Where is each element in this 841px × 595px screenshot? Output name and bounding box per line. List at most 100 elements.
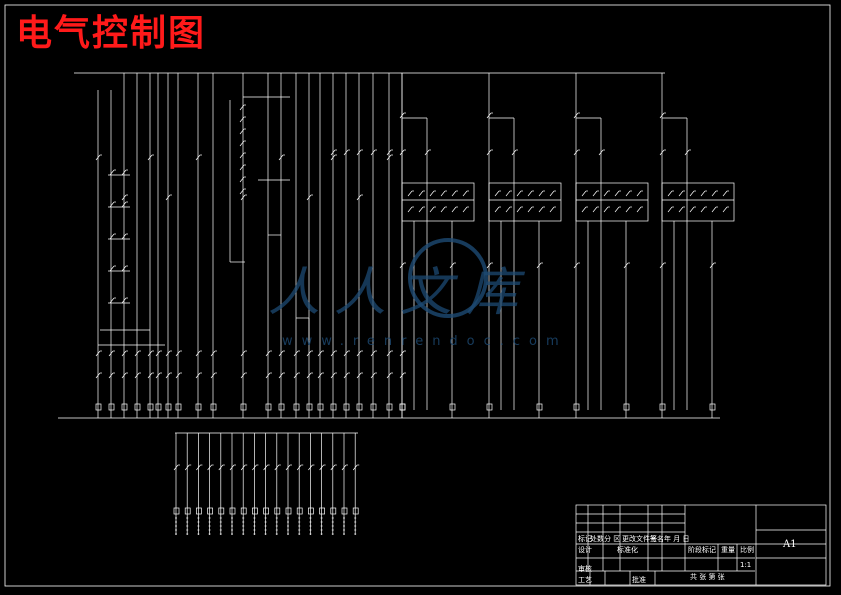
- contact-symbol: [109, 233, 115, 240]
- contact-symbol: [399, 262, 405, 269]
- contact-symbol: [527, 206, 533, 213]
- contact-symbol: [494, 206, 500, 213]
- terminal: [330, 507, 337, 515]
- tb-standardize: 标准化: [617, 546, 638, 554]
- terminal-block: [173, 432, 360, 535]
- contact-symbol: [147, 154, 153, 161]
- contact-symbol: [356, 350, 362, 357]
- contact-symbol: [581, 190, 587, 197]
- terminal: [370, 403, 377, 411]
- contact-symbol: [549, 206, 555, 213]
- contact-symbol: [274, 464, 280, 471]
- contact-symbol: [356, 372, 362, 379]
- contact-symbol: [370, 149, 376, 156]
- contact-symbol: [486, 149, 492, 156]
- contact-symbol: [399, 149, 405, 156]
- terminal: [196, 507, 202, 515]
- contact-symbol: [623, 262, 629, 269]
- contact-symbol: [614, 206, 620, 213]
- contact-symbol: [317, 350, 323, 357]
- contact-symbol: [449, 262, 455, 269]
- contact-symbol: [184, 464, 190, 471]
- terminal: [263, 507, 269, 515]
- contact-symbol: [386, 149, 392, 156]
- contact-symbol: [700, 206, 706, 213]
- contact-symbol: [592, 190, 598, 197]
- contact-symbol: [343, 149, 349, 156]
- contact-symbol: [317, 372, 323, 379]
- contact-symbol: [429, 190, 435, 197]
- contact-symbol: [592, 206, 598, 213]
- drawing-border: [4, 4, 831, 587]
- contact-symbol: [207, 464, 212, 471]
- contact-symbol: [239, 176, 245, 183]
- contact-symbol: [356, 149, 362, 156]
- contact-symbol: [429, 206, 435, 213]
- contact-symbol: [356, 194, 362, 201]
- contact-symbol: [386, 154, 392, 161]
- contact-symbol: [603, 206, 609, 213]
- contact-symbol: [218, 464, 224, 471]
- terminal: [343, 403, 350, 411]
- contact-symbol: [239, 140, 245, 147]
- contact-symbol: [195, 350, 201, 357]
- terminal: [218, 507, 225, 515]
- contact-symbol: [451, 206, 457, 213]
- contact-symbol: [173, 464, 179, 471]
- terminal: [147, 403, 154, 411]
- contact-symbol: [175, 350, 181, 357]
- tb-header-change: 更改文件号: [622, 535, 657, 543]
- tb-review: 审核: [578, 565, 592, 573]
- contact-symbol: [121, 194, 127, 201]
- contact-symbol: [711, 190, 717, 197]
- contact-symbol: [709, 262, 715, 269]
- contact-symbol: [527, 190, 533, 197]
- contact-symbol: [370, 372, 376, 379]
- contact-symbol: [165, 372, 171, 379]
- terminal: [399, 403, 406, 411]
- contact-symbol: [440, 190, 446, 197]
- contact-symbol: [573, 262, 579, 269]
- contact-symbol: [407, 206, 413, 213]
- contact-symbol: [486, 112, 492, 119]
- contact-symbol: [210, 350, 216, 357]
- contact-symbol: [451, 190, 457, 197]
- contact-symbol: [598, 149, 604, 156]
- contact-symbol: [667, 190, 673, 197]
- terminal: [134, 403, 141, 411]
- contact-symbol: [573, 149, 579, 156]
- contact-symbol: [516, 206, 522, 213]
- contact-symbol: [165, 194, 171, 201]
- contact-symbol: [614, 190, 620, 197]
- watermark-text: 人人文库: [268, 263, 533, 323]
- contact-symbol: [263, 464, 268, 471]
- contact-symbol: [659, 112, 665, 119]
- contact-symbol: [121, 265, 127, 272]
- terminal: [308, 507, 314, 515]
- contact-symbol: [134, 350, 140, 357]
- contact-symbol: [330, 464, 336, 471]
- contact-symbol: [134, 372, 140, 379]
- contact-symbol: [581, 206, 587, 213]
- contact-symbol: [352, 464, 358, 471]
- terminal: [573, 403, 580, 411]
- terminal: [319, 507, 325, 515]
- contact-symbol: [121, 169, 127, 176]
- contact-symbol: [155, 372, 161, 379]
- contact-symbol: [386, 372, 392, 379]
- terminal: [306, 403, 313, 411]
- drive-contact-group: [401, 182, 475, 222]
- contact-symbol: [240, 194, 246, 201]
- contact-symbol: [462, 190, 468, 197]
- control-circuits: [95, 73, 735, 418]
- terminal: [184, 507, 191, 515]
- tb-sheet-info: 共 张 第 张: [690, 573, 725, 581]
- terminal: [296, 507, 303, 515]
- contact-symbol: [296, 464, 302, 471]
- contact-symbol: [239, 128, 245, 135]
- contact-symbol: [121, 233, 127, 240]
- title-block-frame: [575, 504, 827, 586]
- terminal: [274, 507, 281, 515]
- contact-symbol: [399, 112, 405, 119]
- contact-symbol: [505, 206, 511, 213]
